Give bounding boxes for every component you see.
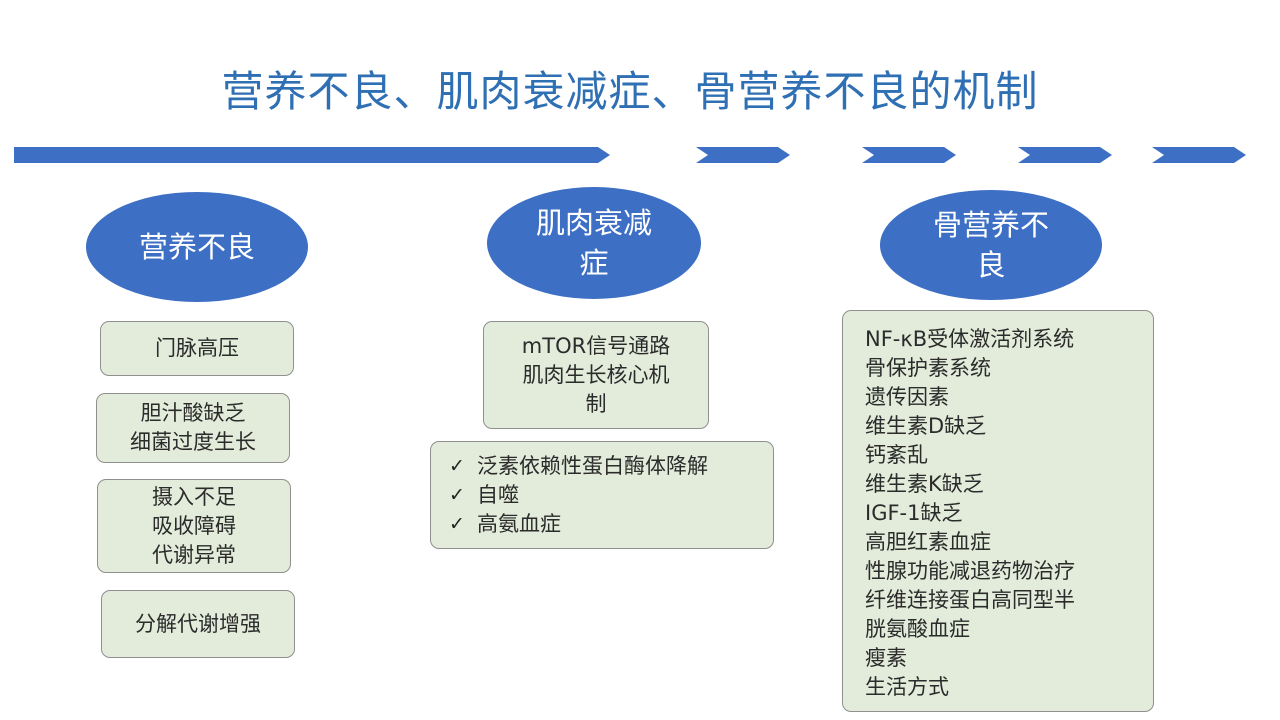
heading-sarcopenia-line: 症: [579, 246, 609, 280]
heading-osteodystrophy-line: 骨营养不: [932, 208, 1049, 242]
osteodystrophy-factor-box: NF-κB受体激活剂系统 骨保护素系统 遗传因素 维生素D缺乏 钙紊乱 维生素K…: [842, 310, 1154, 712]
factor-item: 骨保护素系统: [865, 356, 991, 380]
heading-sarcopenia: 肌肉衰减 症: [487, 187, 701, 299]
arrow-segment-main: [14, 147, 610, 163]
heading-osteodystrophy: 骨营养不 良: [880, 190, 1102, 300]
factor-item: 遗传因素: [865, 385, 949, 409]
box-line: 门脉高压: [155, 336, 239, 360]
factor-item: 维生素K缺乏: [865, 472, 984, 496]
page-title: 营养不良、肌肉衰减症、骨营养不良的机制: [221, 67, 1039, 116]
sarcopenia-box-mtor: mTOR信号通路 肌肉生长核心机 制: [483, 321, 709, 429]
arrow-bar: [14, 147, 1246, 163]
factor-item: 性腺功能减退药物治疗: [865, 559, 1075, 583]
factor-item: 高胆红素血症: [865, 530, 991, 554]
box-line: 细菌过度生长: [130, 430, 256, 454]
factor-item: 生活方式: [865, 675, 949, 699]
checklist-item: ✓ 泛素依赖性蛋白酶体降解: [449, 452, 708, 481]
heading-malnutrition-label: 营养不良: [138, 230, 255, 264]
factor-item: 钙紊乱: [865, 443, 928, 467]
check-icon: ✓: [449, 513, 465, 535]
malnutrition-box-portal: 门脉高压: [100, 321, 294, 376]
box-line: mTOR信号通路: [521, 333, 671, 358]
arrow-segment-4: [1018, 147, 1112, 163]
box-line: 吸收障碍: [152, 513, 236, 538]
checklist-item-label: 泛素依赖性蛋白酶体降解: [477, 454, 708, 478]
arrow-segment-5: [1152, 147, 1246, 163]
malnutrition-box-intake: 摄入不足 吸收障碍 代谢异常: [97, 479, 291, 573]
box-line: 分解代谢增强: [135, 611, 261, 636]
box-line: 肌肉生长核心机: [522, 362, 670, 387]
arrow-segment-2: [696, 147, 790, 163]
checklist-item: ✓ 高氨血症: [449, 510, 561, 539]
checklist-item-label: 高氨血症: [477, 512, 561, 536]
box-line: 摄入不足: [152, 484, 236, 509]
box-line: 胆汁酸缺乏: [140, 401, 246, 425]
factor-item: NF-κB受体激活剂系统: [865, 327, 1075, 351]
factor-item: 纤维连接蛋白高同型半: [865, 588, 1075, 612]
heading-osteodystrophy-line: 良: [976, 248, 1006, 282]
sarcopenia-box-checklist: ✓ 泛素依赖性蛋白酶体降解 ✓ 自噬 ✓ 高氨血症: [430, 441, 774, 549]
checklist-item: ✓ 自噬: [449, 481, 519, 510]
check-icon: ✓: [449, 455, 465, 477]
heading-malnutrition: 营养不良: [86, 192, 308, 302]
factor-item: 瘦素: [865, 646, 907, 670]
checklist-item-label: 自噬: [477, 483, 519, 507]
box-line: 制: [585, 391, 607, 416]
check-icon: ✓: [449, 484, 465, 506]
arrow-segment-3: [862, 147, 956, 163]
malnutrition-box-bile: 胆汁酸缺乏 细菌过度生长: [96, 393, 290, 463]
factor-item: IGF-1缺乏: [865, 501, 963, 525]
malnutrition-box-catabolism: 分解代谢增强: [101, 590, 295, 658]
box-line: 代谢异常: [152, 542, 236, 567]
factor-item: 胱氨酸血症: [865, 617, 970, 641]
factor-item: 维生素D缺乏: [865, 414, 987, 438]
heading-sarcopenia-line: 肌肉衰减: [535, 206, 652, 240]
